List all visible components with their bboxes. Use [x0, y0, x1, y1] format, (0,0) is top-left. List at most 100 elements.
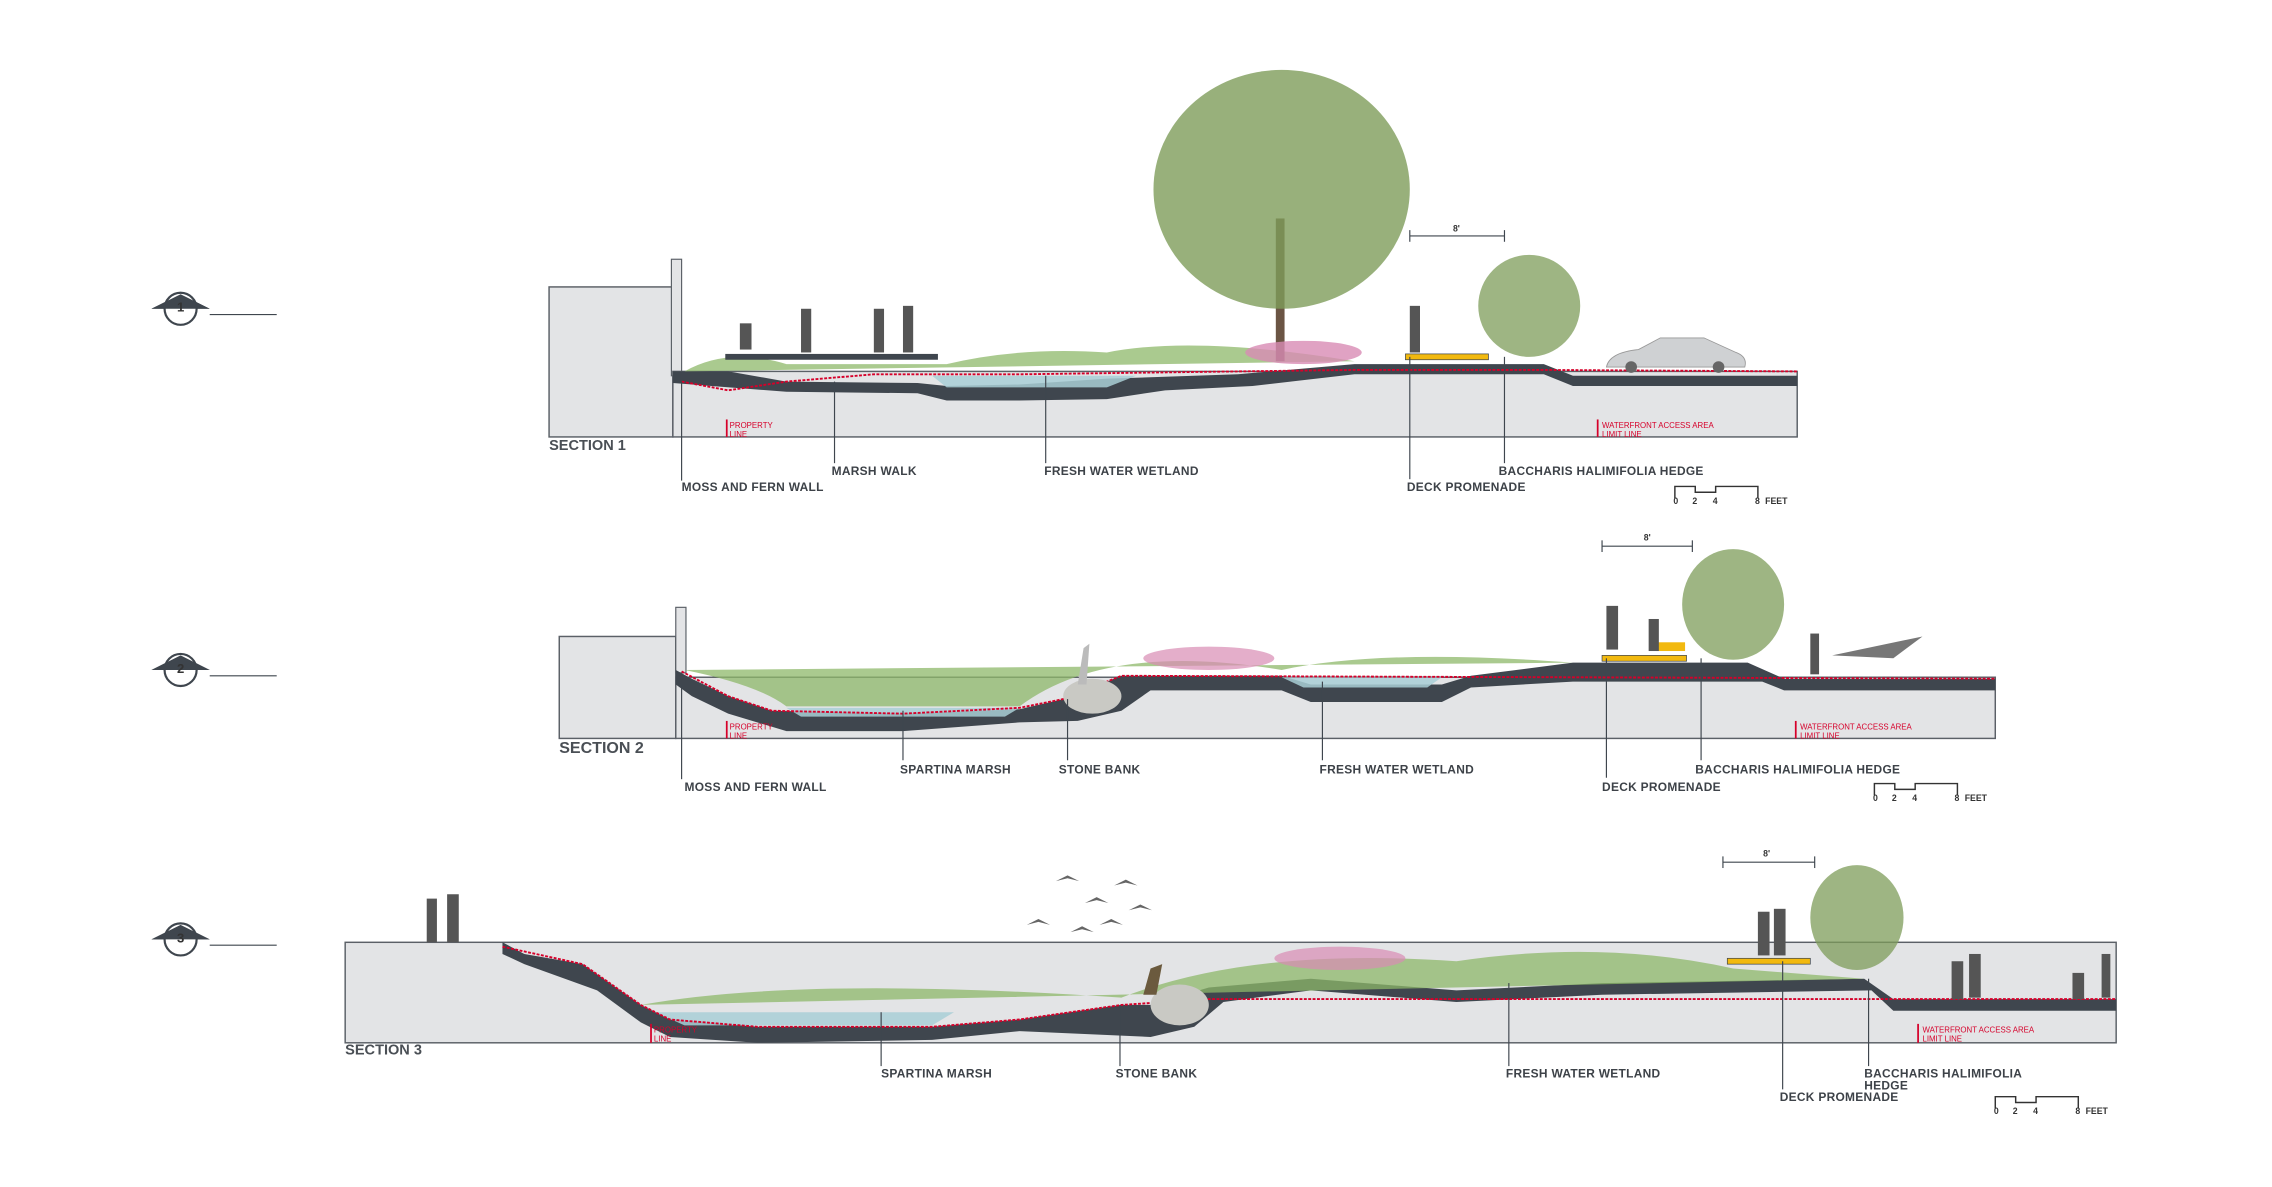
dimension-8ft: 8' — [1601, 532, 1693, 552]
property-red-line — [681, 670, 1996, 715]
property-line-label: PROPERTY — [730, 723, 774, 732]
heron — [1143, 964, 1163, 995]
drawing-shape — [150, 652, 278, 688]
moss-fern-wall — [670, 258, 683, 377]
birds — [1026, 875, 1153, 933]
section-3: 3 8' PROPERTY LINE WATERFRONT ACCESS — [150, 848, 2117, 1116]
drawing-shape — [1245, 340, 1362, 365]
drawing-shape — [1951, 961, 1964, 1000]
label-text: 4 — [1713, 496, 1718, 506]
property-line-label: LINE — [654, 1034, 671, 1043]
flowering-plants — [1274, 946, 1406, 970]
deck-promenade — [1405, 353, 1489, 361]
property-line-label: LINE — [730, 731, 747, 740]
drawing-shape — [2101, 953, 2111, 998]
section-marker-1: 1 — [150, 291, 278, 326]
marsh-water — [655, 1012, 954, 1026]
property-line-label: LINE — [730, 430, 747, 439]
label-text: 8' — [1763, 848, 1770, 858]
property-line-label: PROPERTY — [654, 1026, 698, 1035]
label-text: 0 — [1873, 793, 1878, 803]
drawing-shape — [1070, 926, 1094, 933]
people — [426, 894, 2111, 1000]
label-baccharis-hedge: HEDGE — [1864, 1078, 1908, 1092]
drawing-shape — [447, 894, 459, 943]
label-text: 3 — [177, 930, 184, 945]
label-text: 0 — [1673, 496, 1678, 506]
flowering-plants — [1143, 646, 1275, 670]
drawing-shape — [1085, 897, 1109, 903]
label-moss-fern-wall: MOSS AND FERN WALL — [682, 480, 824, 494]
label-stone-bank: STONE BANK — [1116, 1067, 1198, 1081]
drawing-shape — [1099, 919, 1123, 925]
label-text: 0 — [1994, 1106, 1999, 1116]
label-text: FEET — [2086, 1106, 2109, 1116]
drawing-shape — [1055, 875, 1080, 882]
bench — [1655, 642, 1686, 652]
drawing-shape — [1994, 1095, 2080, 1109]
drawing-shape — [1114, 879, 1138, 886]
drawing-shape — [1674, 485, 1759, 499]
marsh-planting — [684, 656, 1573, 707]
drawing-shape — [902, 305, 914, 353]
wetland-water — [1281, 677, 1442, 688]
drawing-shape — [1409, 305, 1420, 353]
property-line-label: PROPERTY — [730, 421, 774, 430]
label-spartina-marsh: SPARTINA MARSH — [900, 762, 1011, 776]
label-text: 2 — [1892, 793, 1897, 803]
label-text: 8 — [1955, 793, 1960, 803]
label-text: 8 — [2075, 1106, 2080, 1116]
drawing-shape — [1478, 254, 1581, 357]
drawing-shape — [1969, 953, 1981, 998]
drawing-shape — [1077, 643, 1090, 685]
section-marker-3: 3 — [150, 922, 278, 957]
dimension-8ft: 8' — [1722, 848, 1816, 869]
label-text: 2 — [2013, 1106, 2018, 1116]
label-fresh-water-wetland: FRESH WATER WETLAND — [1320, 762, 1475, 776]
drawing-shape — [426, 898, 437, 943]
drawing-shape — [1757, 911, 1770, 956]
stone-bank-rocks — [1063, 678, 1122, 714]
hedge-tree — [1478, 254, 1581, 357]
section-title: SECTION 3 — [345, 1042, 422, 1058]
label-marsh-walk: MARSH WALK — [832, 464, 917, 478]
label-fresh-water-wetland: FRESH WATER WETLAND — [1506, 1067, 1661, 1081]
dimension-8ft: 8' — [1409, 224, 1506, 242]
label-text: 8' — [1453, 224, 1460, 234]
label-baccharis-hedge: BACCHARIS HALIMIFOLIA — [1864, 1067, 2022, 1081]
drawing-shape — [1712, 361, 1725, 373]
willow-tree — [1153, 69, 1410, 365]
building-wall — [548, 286, 674, 438]
drawing-shape — [1625, 361, 1638, 373]
stone-bank-rocks — [1150, 984, 1209, 1026]
ground-section-band — [502, 942, 2117, 1043]
marker-number: 1 — [177, 300, 184, 315]
marsh-walk-boardwalk — [725, 353, 938, 360]
label-stone-bank: STONE BANK — [1059, 762, 1141, 776]
label-baccharis-hedge: BACCHARIS HALIMIFOLIA HEDGE — [1695, 762, 1900, 776]
heron — [1077, 643, 1090, 685]
drawing-shape — [1832, 636, 1923, 659]
label-deck-promenade: DECK PROMENADE — [1780, 1090, 1899, 1104]
label-baccharis-hedge: BACCHARIS HALIMIFOLIA HEDGE — [1499, 464, 1704, 478]
drawing-shape — [1026, 919, 1051, 925]
deck-promenade — [1601, 655, 1687, 662]
ground-section-band — [672, 364, 1798, 401]
drawing-shape — [1873, 782, 1959, 796]
deck-promenade — [1726, 957, 1811, 965]
label-deck-promenade: DECK PROMENADE — [1407, 480, 1526, 494]
section-1: 1 8' — [150, 69, 1798, 506]
limit-line-label: LIMIT LINE — [1922, 1034, 1962, 1043]
building-wall — [558, 635, 677, 740]
car — [1605, 337, 1746, 373]
label-fresh-water-wetland: FRESH WATER WETLAND — [1044, 464, 1199, 478]
moss-fern-wall — [675, 606, 687, 674]
drawing-shape — [1606, 605, 1619, 650]
drawing-shape — [1128, 904, 1153, 911]
limit-line-label: LIMIT LINE — [1800, 731, 1840, 740]
limit-line-label: LIMIT LINE — [1602, 430, 1642, 439]
label-text: 2 — [1692, 496, 1697, 506]
